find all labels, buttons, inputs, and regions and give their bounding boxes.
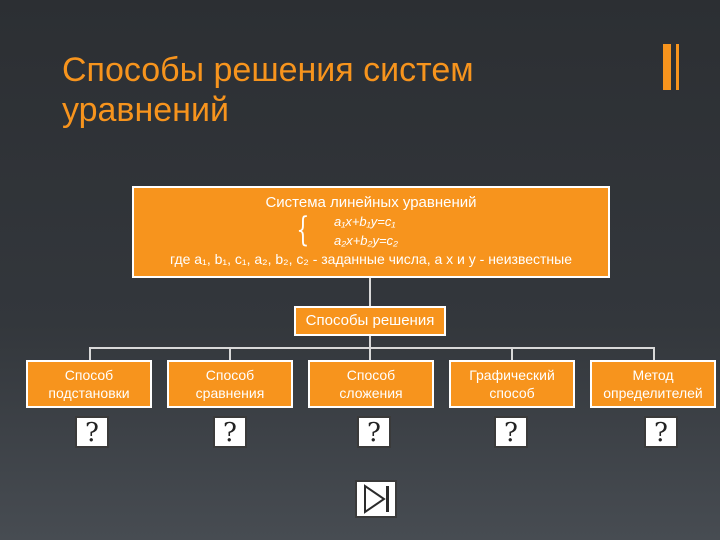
connector-branch-3 [369, 347, 371, 360]
method-label-line2: сложения [339, 385, 403, 401]
connector-system-to-methods [369, 278, 371, 306]
methods-header: Способы решения [294, 306, 446, 336]
connector-methods-down [369, 336, 371, 348]
slide-title: Способы решения систем уравнений [62, 50, 622, 130]
method-label-line2: сравнения [195, 385, 265, 401]
question-button-substitution[interactable]: ? [75, 416, 109, 448]
accent-bar [663, 44, 671, 90]
accent-bar-thin [676, 44, 679, 90]
question-button-comparison[interactable]: ? [213, 416, 247, 448]
equations: { a₁x+b₁y=c₁ a₂x+b₂y=c₂ [134, 212, 608, 250]
slide-title-line1: Способы решения систем [62, 51, 474, 89]
method-substitution[interactable]: Способ подстановки [26, 360, 152, 408]
method-graphical[interactable]: Графический способ [449, 360, 575, 408]
equation-2: a₂x+b₂y=c₂ [334, 233, 399, 248]
next-button[interactable] [355, 480, 397, 518]
method-addition[interactable]: Способ сложения [308, 360, 434, 408]
method-label-line1: Способ [64, 367, 114, 383]
slide-title-line2: уравнений [62, 91, 229, 129]
system-title: Система линейных уравнений [265, 194, 477, 211]
method-label-line1: Метод [632, 367, 674, 383]
method-label-line1: Способ [205, 367, 255, 383]
connector-branch-1 [89, 347, 91, 360]
method-label-line2: определителей [603, 385, 703, 401]
question-button-determinants[interactable]: ? [644, 416, 678, 448]
method-label-line2: подстановки [48, 385, 130, 401]
system-box: Система линейных уравнений { a₁x+b₁y=c₁ … [132, 186, 610, 278]
method-label-line2: способ [489, 385, 535, 401]
system-brace: { [296, 210, 310, 250]
method-comparison[interactable]: Способ сравнения [167, 360, 293, 408]
method-label-line1: Способ [346, 367, 396, 383]
system-note: где a₁, b₁, c₁, a₂, b₂, c₂ - заданные чи… [169, 251, 573, 267]
connector-branch-5 [653, 347, 655, 360]
method-label-line1: Графический [469, 367, 555, 383]
question-button-graphical[interactable]: ? [494, 416, 528, 448]
equation-1: a₁x+b₁y=c₁ [334, 214, 396, 229]
play-next-icon [364, 484, 389, 514]
connector-branch-2 [229, 347, 231, 360]
connector-branch-4 [511, 347, 513, 360]
connector-horizontal [89, 347, 655, 349]
question-button-addition[interactable]: ? [357, 416, 391, 448]
method-determinants[interactable]: Метод определителей [590, 360, 716, 408]
